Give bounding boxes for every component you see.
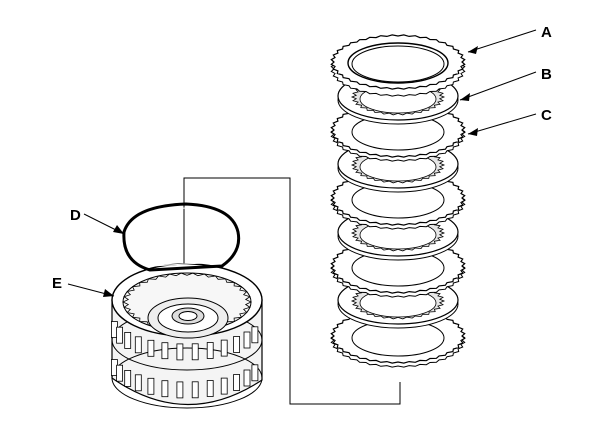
drum-slot (251, 326, 259, 344)
o-ring-seal-inner (127, 207, 236, 267)
drum-slot (134, 374, 142, 392)
drum-slot (243, 369, 251, 387)
clutch-plate-stack (330, 34, 466, 368)
drum-slot (220, 339, 228, 357)
drum-slot (124, 331, 132, 349)
drum-slot (220, 377, 228, 395)
drum-slot (124, 369, 132, 387)
clutch-plate (330, 34, 466, 97)
drum-slot (206, 380, 214, 397)
drum-slot (233, 336, 241, 353)
drum-slot (243, 331, 251, 349)
drum-slot (251, 364, 259, 382)
leader-line-c (467, 113, 537, 135)
drum-slot (134, 336, 142, 354)
drum-slots (111, 321, 259, 399)
drum-slot (206, 342, 214, 359)
drum-slot (147, 339, 155, 357)
callout-e: E (52, 275, 62, 292)
callout-c: C (541, 107, 552, 124)
drum-slot (191, 343, 199, 361)
drum-hub-hole (178, 311, 198, 321)
leader-arrow-d (113, 225, 124, 234)
assembly-connector-line (183, 177, 401, 405)
leader-arrow-c (468, 128, 478, 136)
clutch-drum (111, 263, 263, 409)
drum-slot (233, 374, 241, 391)
drum-slot (176, 381, 184, 399)
drum-slot (161, 380, 169, 398)
o-ring-seal (122, 202, 241, 272)
leader-arrow-b (460, 93, 470, 101)
callout-d: D (70, 207, 81, 224)
drum-slot (116, 364, 123, 382)
callout-a: A (541, 24, 552, 41)
leader-line-b (459, 71, 537, 101)
drum-slot (191, 381, 199, 399)
drum-slot (161, 342, 169, 360)
drum-slot (147, 377, 155, 395)
leader-arrow-e (103, 289, 114, 297)
drum-bottom-rim (111, 347, 263, 409)
leader-arrow-a (468, 46, 478, 54)
plate-inner-hole (351, 45, 445, 83)
drum-slot (176, 343, 184, 361)
drum-slot (116, 326, 123, 344)
callout-b: B (541, 66, 552, 83)
plate-inner-lip (347, 42, 449, 84)
leader-line-a (467, 29, 537, 53)
